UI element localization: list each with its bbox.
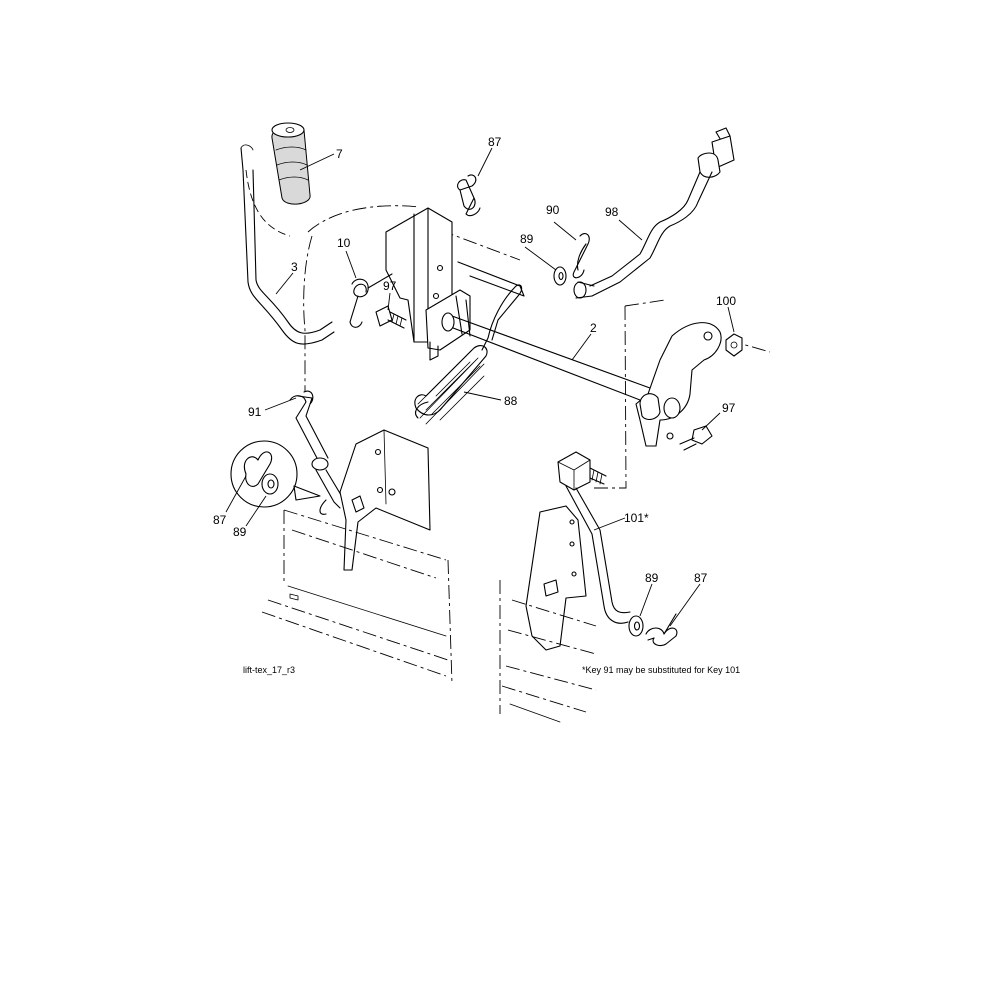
- lift-rod-91-part: [289, 390, 345, 515]
- callout-87-bottom: 87: [694, 571, 708, 585]
- lift-rod-101-part: [557, 451, 631, 624]
- callout-97-right: 97: [722, 401, 736, 415]
- extension-spring-part: [414, 284, 523, 425]
- callout-100: 100: [716, 294, 736, 308]
- alignment-line-rear-top: [624, 299, 666, 307]
- callout-labels: 7 87 90 98 89 10 3 97 2 100 91 88 97 87 …: [213, 135, 736, 585]
- bolt-top-part: [375, 305, 407, 329]
- cross-shaft-part: [441, 295, 651, 401]
- leader-lines: [225, 147, 735, 627]
- alignment-line-arc: [307, 205, 421, 233]
- callout-89-top: 89: [520, 232, 534, 246]
- callout-10: 10: [337, 236, 351, 250]
- alignment-line-rear: [590, 305, 627, 489]
- detail-inset: [230, 440, 321, 508]
- bolt-right-part: [679, 425, 713, 451]
- washer-bottom-part: [628, 615, 644, 637]
- nut-part: [725, 333, 743, 357]
- callout-101: 101*: [624, 511, 649, 525]
- callout-89-inset: 89: [233, 525, 247, 539]
- callout-3: 3: [291, 260, 298, 274]
- callout-88: 88: [504, 394, 518, 408]
- callout-98: 98: [605, 205, 619, 219]
- lift-arm-right-part: [635, 322, 722, 447]
- right-deck-hanger-part: [525, 505, 587, 651]
- lift-link-rod-part: [573, 127, 735, 299]
- hairpin-clip-87-bottom-part: [645, 613, 678, 647]
- callout-87-top: 87: [488, 135, 502, 149]
- mounting-bracket-part: [385, 207, 525, 361]
- callout-7: 7: [336, 147, 343, 161]
- callout-2: 2: [590, 321, 597, 335]
- lift-handle-rod-part: [240, 144, 335, 345]
- handle-grip-part: [271, 122, 311, 205]
- callout-90: 90: [546, 203, 560, 217]
- left-deck-hanger-part: [339, 429, 431, 571]
- callout-97-top: 97: [383, 279, 397, 293]
- callout-89-bottom: 89: [645, 571, 659, 585]
- washer-top-part: [553, 266, 567, 286]
- hairpin-clip-90-part: [572, 233, 590, 279]
- alignment-line-handle-down: [303, 235, 313, 392]
- hairpin-clip-87-top-part: [457, 174, 481, 217]
- callout-91: 91: [248, 405, 262, 419]
- left-deck-outline: [261, 509, 453, 685]
- right-deck-outline: [499, 580, 597, 723]
- figure-id: lift-tex_17_r3: [243, 665, 295, 675]
- callout-87-inset: 87: [213, 513, 227, 527]
- footnote: *Key 91 may be substituted for Key 101: [582, 665, 740, 675]
- torsion-spring-part: [349, 273, 393, 328]
